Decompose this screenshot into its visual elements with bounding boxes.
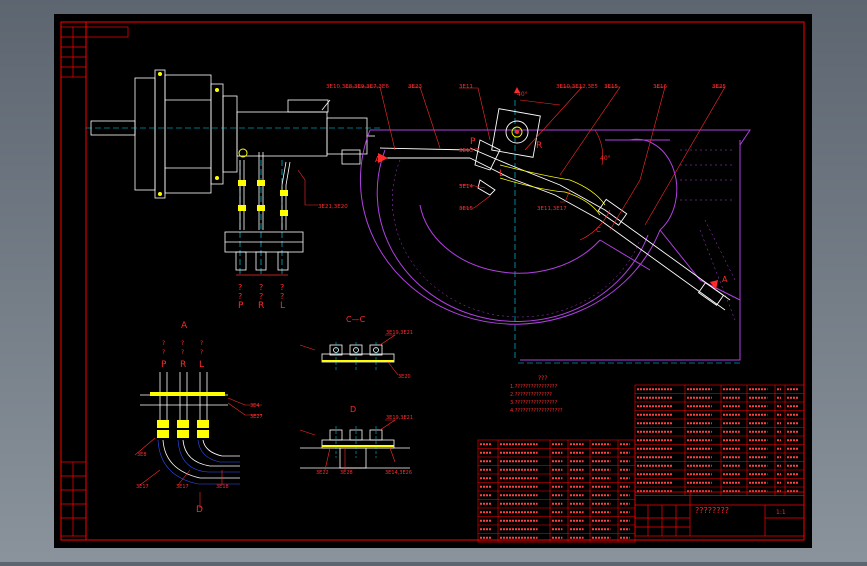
callout-c7: 3E25 bbox=[712, 84, 726, 90]
callout-c12: 3E21,3E20 bbox=[318, 204, 348, 210]
pump-motor-assembly bbox=[90, 69, 375, 199]
notes-line-2: 2.?????????????? bbox=[510, 392, 552, 398]
leader-lines bbox=[297, 86, 726, 241]
boom-hoses bbox=[499, 164, 606, 216]
boom-support-structure bbox=[359, 129, 751, 361]
view-cc-title: C—C bbox=[346, 315, 366, 324]
callout-c8: 3E13 bbox=[459, 148, 473, 154]
svg-text:?: ? bbox=[200, 340, 203, 347]
view-d-callout-3: 3E28 bbox=[340, 470, 353, 476]
view-cc-base bbox=[322, 360, 394, 362]
section-a-right-label: A bbox=[722, 275, 728, 284]
callout-c1: 3E10,3E8,3E9,3E7,3E6 bbox=[326, 84, 389, 90]
view-a-callout-5: 3E17 bbox=[176, 484, 189, 490]
port-r-label: R bbox=[258, 301, 264, 311]
svg-text:?: ? bbox=[162, 349, 165, 356]
svg-text:?: ? bbox=[259, 283, 263, 292]
view-a-callout-2: 3E27 bbox=[250, 414, 263, 420]
callout-c6: 3E16 bbox=[653, 84, 667, 90]
view-a-port-p: P bbox=[161, 360, 167, 370]
notes-line-1: 1.???????????????? bbox=[510, 384, 558, 390]
svg-text:?: ? bbox=[181, 349, 184, 356]
title-block bbox=[634, 491, 805, 537]
title-block-scale: 1:1 bbox=[776, 509, 786, 516]
view-a-leaders bbox=[134, 397, 262, 508]
port-p-label: P bbox=[238, 301, 244, 311]
svg-text:?: ? bbox=[280, 283, 284, 292]
view-a-title: A bbox=[181, 321, 188, 331]
svg-text:?: ? bbox=[280, 292, 284, 301]
callout-c10: 3E15 bbox=[459, 206, 473, 212]
view-d-centerlines bbox=[335, 426, 377, 458]
view-a-port-labels: ??? ??? bbox=[162, 340, 203, 356]
view-cc-callouts: 3E19,3E21 3E20 bbox=[386, 330, 413, 380]
boom-detail-marks bbox=[378, 87, 718, 290]
view-a-hose-hatch bbox=[157, 439, 240, 485]
callout-c11: 3E11,3E17 bbox=[537, 206, 567, 212]
callout-c2: 3E23 bbox=[408, 84, 422, 90]
view-cc-callout-1: 3E19,3E21 bbox=[386, 330, 413, 336]
boom-port-letters: P R L bbox=[470, 137, 542, 179]
notes-line-3: 3.???????????????? bbox=[510, 400, 558, 406]
callout-c3: 3E11 bbox=[459, 84, 473, 90]
angle-mark-1: 40° bbox=[600, 155, 611, 162]
view-a-port-l: L bbox=[199, 360, 204, 370]
notes-title: ??? bbox=[538, 375, 548, 382]
svg-text:?: ? bbox=[238, 283, 242, 292]
boom-hatch bbox=[392, 149, 736, 321]
section-a-left-label: A bbox=[375, 155, 381, 164]
svg-text:?: ? bbox=[238, 292, 242, 301]
flange-bolts bbox=[158, 72, 248, 196]
view-a-callout-1: 3E4 bbox=[250, 403, 260, 409]
view-d-drawing bbox=[300, 429, 410, 469]
boom-port-r: R bbox=[536, 141, 542, 151]
bottom-left-sign-block bbox=[60, 461, 87, 537]
section-c-label: C bbox=[596, 226, 601, 234]
view-a-callouts: 3E4 3E27 3E8 3E17 3E17 3E18 bbox=[136, 403, 263, 490]
view-a-port-r: R bbox=[180, 360, 186, 370]
top-left-revision-block bbox=[60, 26, 129, 78]
view-a-callout-3: 3E8 bbox=[137, 452, 147, 458]
svg-text:?: ? bbox=[181, 340, 184, 347]
view-d-leaders bbox=[299, 419, 396, 471]
view-a-fittings bbox=[150, 392, 225, 438]
hose-fittings bbox=[238, 180, 288, 216]
view-d-base bbox=[322, 445, 394, 447]
title-block-drawing-name: ???????? bbox=[695, 506, 729, 515]
view-d-callouts: 3E19,3E21 3E22 3E28 3E14,3E26 bbox=[316, 415, 413, 476]
callout-labels: 3E10,3E8,3E9,3E7,3E6 3E23 3E11 3E10,3E12… bbox=[318, 84, 726, 212]
view-d-title: D bbox=[350, 405, 356, 414]
view-d-callout-1: 3E19,3E21 bbox=[386, 415, 413, 421]
view-cc-leaders bbox=[299, 334, 399, 376]
port-label-group: ??? ??? bbox=[238, 283, 284, 301]
callout-c5: 3E15 bbox=[604, 84, 618, 90]
center-lines bbox=[86, 100, 740, 364]
drawing-sheet bbox=[54, 14, 812, 548]
svg-text:?: ? bbox=[200, 349, 203, 356]
view-a-callout-4: 3E17 bbox=[136, 484, 149, 490]
view-cc-callout-2: 3E20 bbox=[398, 374, 411, 380]
port-l-label: L bbox=[280, 301, 285, 311]
view-d-bottom-label: D bbox=[196, 505, 203, 515]
callout-c9: 3E14 bbox=[459, 184, 473, 190]
callout-c4: 3E10,3E12,3E5 bbox=[556, 84, 598, 90]
valve-block bbox=[224, 231, 304, 276]
notes-lines: 1.???????????????? 2.?????????????? 3.??… bbox=[510, 384, 563, 414]
boom-port-p: P bbox=[470, 137, 476, 147]
view-cc-centerlines bbox=[335, 342, 377, 372]
parts-list-lower bbox=[477, 439, 636, 543]
view-a-callout-6: 3E18 bbox=[216, 484, 229, 490]
svg-text:?: ? bbox=[162, 340, 165, 347]
angle-mark-2: 40° bbox=[517, 91, 528, 98]
boom-port-l: L bbox=[499, 169, 504, 179]
view-d-callout-2: 3E22 bbox=[316, 470, 329, 476]
svg-text:?: ? bbox=[259, 292, 263, 301]
view-d-callout-4: 3E14,3E26 bbox=[385, 470, 412, 476]
notes-line-4: 4.?????????????????? bbox=[510, 408, 563, 414]
inner-frame bbox=[85, 21, 805, 541]
